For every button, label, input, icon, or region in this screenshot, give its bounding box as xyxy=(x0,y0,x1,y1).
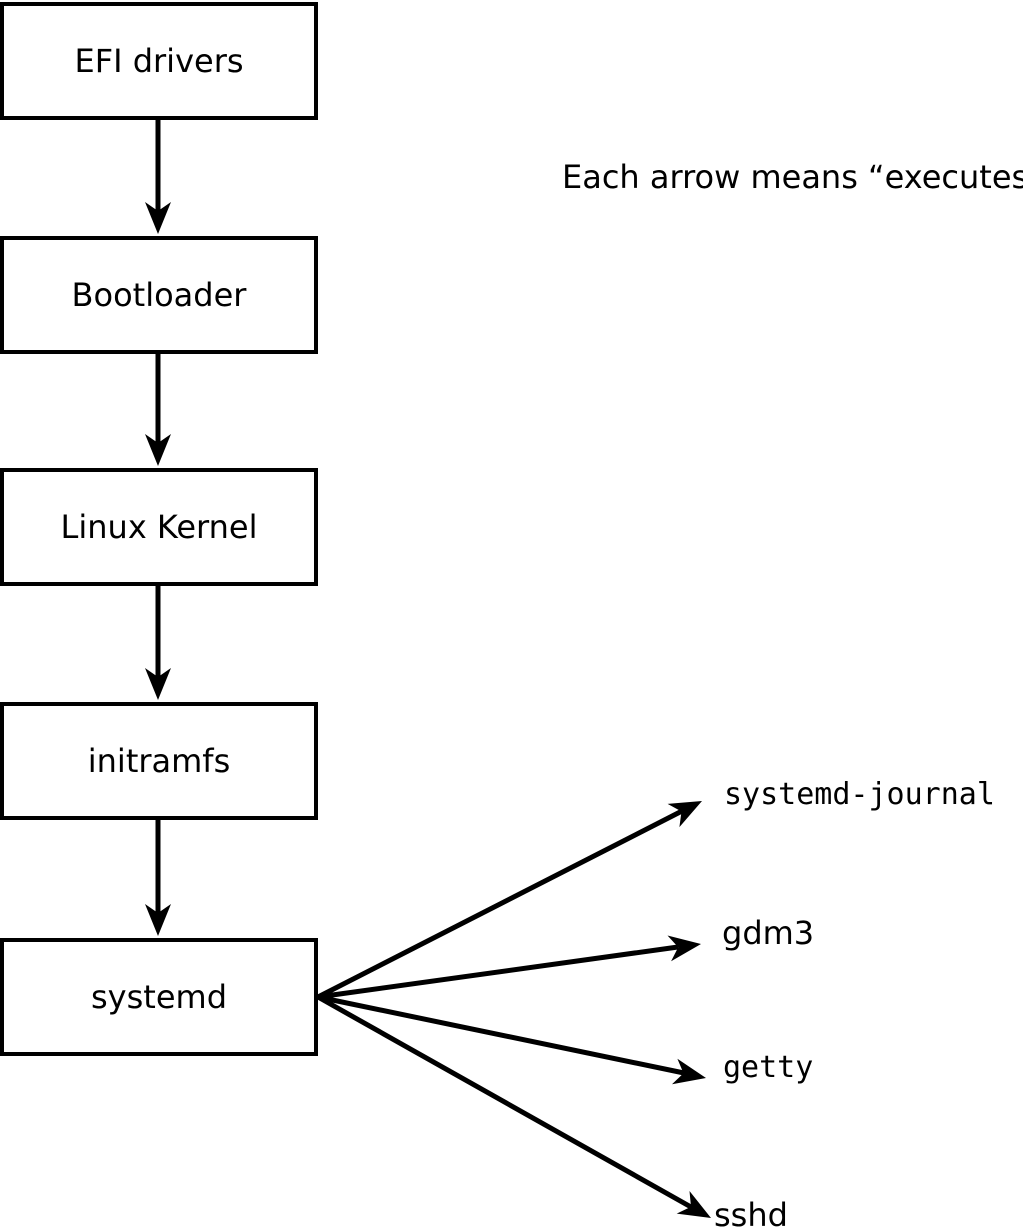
arrow-systemd-to-journal xyxy=(316,801,702,1000)
node-label: initramfs xyxy=(87,742,231,780)
arrow-initramfs-to-systemd xyxy=(145,820,171,936)
node-systemd: systemd xyxy=(0,938,318,1056)
arrow-systemd-to-getty xyxy=(317,994,706,1085)
node-label: systemd xyxy=(91,978,227,1016)
node-linux-kernel: Linux Kernel xyxy=(0,468,318,586)
arrow-bootloader-to-kernel xyxy=(145,354,171,466)
node-bootloader: Bootloader xyxy=(0,236,318,354)
arrow-efi-to-bootloader xyxy=(145,120,171,234)
service-label-getty: getty xyxy=(723,1050,814,1085)
node-label: Linux Kernel xyxy=(60,508,258,546)
node-initramfs: initramfs xyxy=(0,702,318,820)
service-label-systemd-journal: systemd-journal xyxy=(724,777,995,812)
node-efi-drivers: EFI drivers xyxy=(0,2,318,120)
arrow-kernel-to-initramfs xyxy=(145,586,171,700)
arrow-systemd-to-gdm3 xyxy=(317,935,701,1000)
arrow-legend-note: Each arrow means “executes”. xyxy=(562,158,1023,196)
service-label-gdm3: gdm3 xyxy=(722,914,815,952)
service-label-sshd: sshd xyxy=(714,1196,788,1230)
arrow-systemd-to-sshd xyxy=(316,994,711,1218)
node-label: EFI drivers xyxy=(74,42,244,80)
node-label: Bootloader xyxy=(71,276,247,314)
